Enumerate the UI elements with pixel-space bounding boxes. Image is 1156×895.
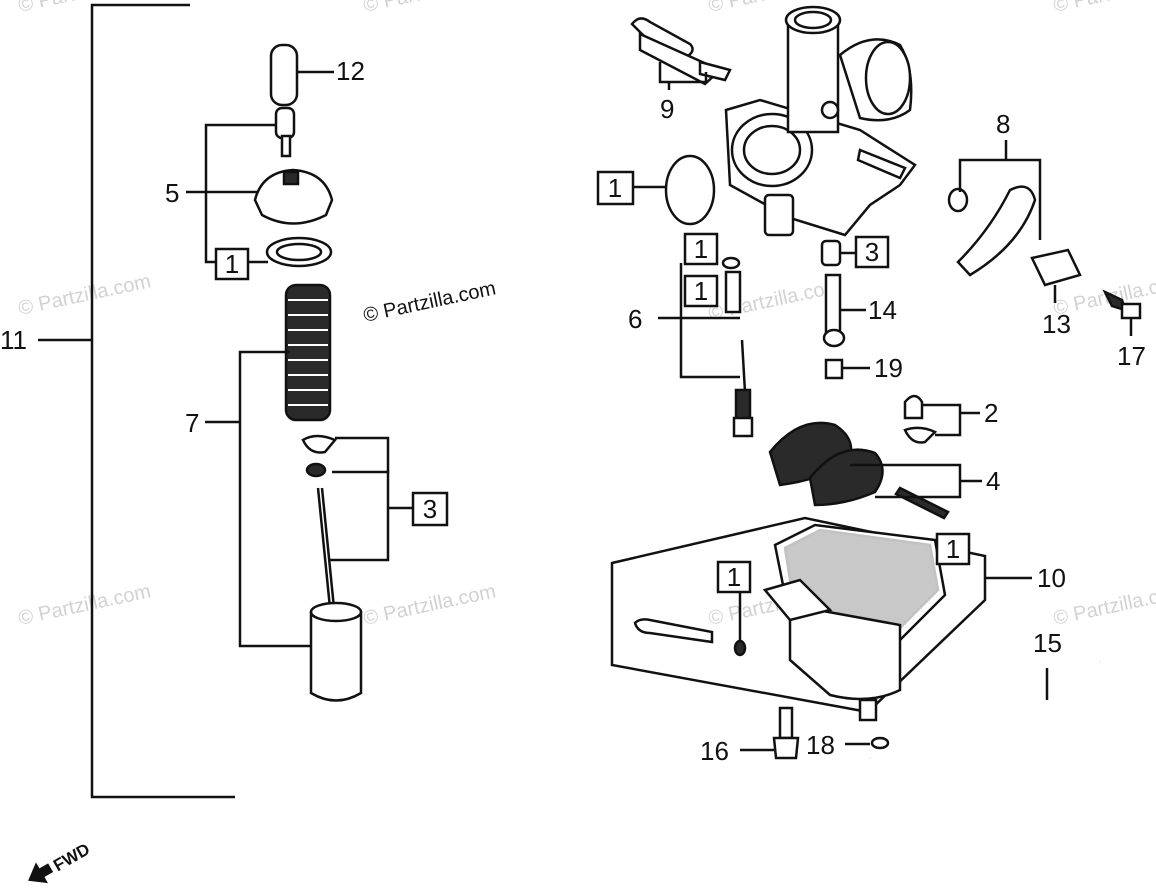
callout-10: 10 xyxy=(1037,563,1066,593)
boxed-callout: 1 xyxy=(608,173,622,203)
bracket-5 xyxy=(204,123,276,264)
boxed-callout: 1 xyxy=(225,249,239,279)
carb-gasket xyxy=(664,154,716,226)
fwd-arrow: FWD xyxy=(28,839,93,884)
callout-7: 7 xyxy=(185,408,199,438)
o-ring-inner xyxy=(275,242,323,262)
box-3-jet xyxy=(854,235,890,269)
watermark-text: © Partzilla.com xyxy=(1051,580,1156,630)
bracket-9 xyxy=(658,62,708,84)
callout-8: 8 xyxy=(996,109,1010,139)
watermark-text: © Partzilla.com xyxy=(16,0,152,17)
main-jet-holder xyxy=(820,239,846,380)
bracket-needle xyxy=(330,470,390,562)
boxed-callout: 1 xyxy=(694,276,708,306)
watermark-layer: © Partzilla.com © Partzilla.com © Partzi… xyxy=(16,0,1156,630)
callout-17: 17 xyxy=(1117,341,1146,371)
fwd-label: FWD xyxy=(50,839,93,875)
watermark-text: © Partzilla.com xyxy=(361,0,497,17)
box-1-screw-upper xyxy=(683,232,719,266)
watermark-main: © Partzilla.com xyxy=(361,277,497,327)
boxed-callout: 3 xyxy=(865,237,879,267)
bracket-2 xyxy=(922,403,962,437)
watermark-text: © Partzilla.com xyxy=(1051,0,1156,17)
drain-o-ring xyxy=(733,639,747,657)
callout-15: 15 xyxy=(1033,628,1062,658)
bracket-needle-clip xyxy=(332,436,390,474)
callout-11: 11 xyxy=(0,325,27,355)
fwd-arrow-icon xyxy=(28,862,54,884)
bracket-7 xyxy=(238,350,310,648)
bracket-11 xyxy=(90,3,235,799)
callout-16: 16 xyxy=(700,736,729,766)
callout-9: 9 xyxy=(660,94,674,124)
box-1-drain xyxy=(716,560,752,594)
part-9-cable-holder xyxy=(630,17,732,86)
part-8-throttle-bracket xyxy=(947,185,1037,277)
part-16-drain-plug xyxy=(772,706,800,760)
callout-12: 12 xyxy=(336,56,365,86)
jet-needle xyxy=(301,434,338,609)
part-17-screw xyxy=(1102,289,1142,320)
bracket-6 xyxy=(679,263,740,379)
part-15-drain-tube xyxy=(863,660,1111,796)
throttle-slide xyxy=(309,601,363,702)
callout-18: 18 xyxy=(806,730,835,760)
slide-spring xyxy=(284,283,332,422)
bracket-8 xyxy=(958,158,1042,240)
box-1-gasket xyxy=(596,170,635,206)
box-1-float-bowl xyxy=(935,532,971,566)
callout-2: 2 xyxy=(984,398,998,428)
pilot-screw xyxy=(721,256,754,438)
boxed-callout: 1 xyxy=(694,234,708,264)
box-1-left xyxy=(214,247,250,281)
callout-14: 14 xyxy=(868,295,897,325)
bracket-10 xyxy=(610,516,987,714)
drain-tube-inner xyxy=(862,659,1112,797)
part-5-top-cap xyxy=(253,168,334,225)
box-3-left xyxy=(411,491,449,527)
callout-19: 19 xyxy=(874,353,903,383)
boxed-callout: 1 xyxy=(727,562,741,592)
part-4-float xyxy=(768,421,950,520)
callout-13: 13 xyxy=(1042,309,1071,339)
boxed-callout: 3 xyxy=(423,494,437,524)
float-bowl xyxy=(762,523,947,722)
callout-5: 5 xyxy=(165,178,179,208)
watermark-text: © Partzilla.com xyxy=(361,580,497,630)
air-screw xyxy=(633,618,714,644)
boxed-callout: 1 xyxy=(946,534,960,564)
watermark-text: © Partzilla.com xyxy=(16,580,152,630)
part-12-cable-adjuster xyxy=(269,43,299,158)
box-1-screw-lower xyxy=(683,274,719,308)
carburetor-body xyxy=(724,5,917,237)
part-13-collar xyxy=(1030,248,1082,287)
part-2-float-valve xyxy=(903,394,938,444)
callout-6: 6 xyxy=(628,304,642,334)
callout-4: 4 xyxy=(986,466,1000,496)
watermark-text: © Partzilla.com xyxy=(16,270,152,320)
part-18-clip xyxy=(870,736,890,750)
